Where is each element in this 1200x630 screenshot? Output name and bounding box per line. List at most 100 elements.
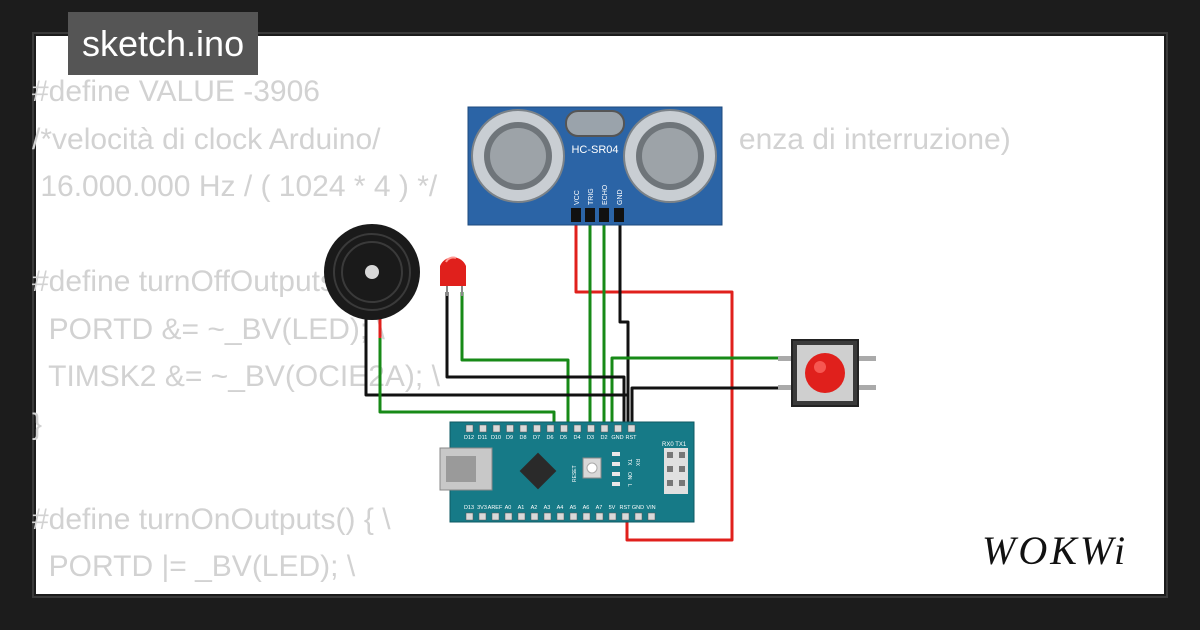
nano-pin[interactable] xyxy=(517,512,526,521)
nano-pin-label: D12 xyxy=(464,435,474,441)
nano-pin[interactable] xyxy=(491,512,500,521)
nano-pin[interactable] xyxy=(595,512,604,521)
nano-pin-label: A4 xyxy=(557,505,564,511)
wire-button-gnd[interactable] xyxy=(630,386,790,430)
nano-pin[interactable] xyxy=(465,512,474,521)
sensor-header xyxy=(571,208,624,222)
nano-pin[interactable] xyxy=(530,512,539,521)
nano-pin[interactable] xyxy=(647,512,656,521)
wire-led-d5[interactable] xyxy=(460,292,570,430)
nano-pin[interactable] xyxy=(573,424,582,433)
code-background: #define VALUE -3906 /*velocità di clock A… xyxy=(32,68,1011,591)
wire-vcc[interactable] xyxy=(574,222,734,542)
nano-pin[interactable] xyxy=(587,424,595,433)
sensor-pin-gnd: GND xyxy=(617,189,624,205)
nano-pin-label: D7 xyxy=(533,435,540,441)
wires xyxy=(364,222,790,542)
code-line: #define VALUE -3906 xyxy=(32,75,320,108)
code-line: #define turnOnOutputs() { \ xyxy=(32,502,391,536)
nano-pin-label: A6 xyxy=(583,505,590,511)
nano-pin[interactable] xyxy=(614,424,622,433)
nano-pin[interactable] xyxy=(519,424,528,433)
nano-pin[interactable] xyxy=(479,424,487,433)
nano-pin-label: GND xyxy=(611,435,623,441)
nano-pin[interactable] xyxy=(465,424,474,433)
wire-led-gnd[interactable] xyxy=(445,292,626,430)
nano-pin[interactable] xyxy=(546,424,555,433)
nano-pin-label: D6 xyxy=(546,435,553,441)
nano-pin-label: A0 xyxy=(505,505,512,511)
nano-led-tx: TX xyxy=(626,459,632,466)
nano-pin[interactable] xyxy=(506,424,514,433)
nano-pin-label: D3 xyxy=(587,435,594,441)
nano-pin[interactable] xyxy=(543,512,552,521)
nano-pin-label: D8 xyxy=(519,435,526,441)
nano-pin-label: A7 xyxy=(596,505,603,511)
nano-pin-label: A1 xyxy=(518,505,525,511)
sensor-pin-vcc: VCC xyxy=(574,190,581,205)
code-line: 16.000.000 Hz / ( 1024 * 4 ) */ xyxy=(32,170,438,203)
nano-pin-label: VIN xyxy=(646,505,655,511)
wire-button-d2[interactable] xyxy=(610,356,790,430)
nano-pin-label: A5 xyxy=(570,505,577,511)
ultrasonic-sensor[interactable]: HC-SR04 VCC TRIG ECHO GND xyxy=(467,106,723,226)
wire-buzzer-gnd[interactable] xyxy=(364,318,630,430)
buzzer[interactable] xyxy=(324,224,420,320)
code-line: } xyxy=(32,407,43,441)
wire-buzzer-d6-green[interactable] xyxy=(378,338,556,430)
nano-pin[interactable] xyxy=(492,424,501,433)
sensor-pin-echo: ECHO xyxy=(602,184,609,205)
nano-pin[interactable] xyxy=(621,512,630,521)
code-line: TIMSK2 &= ~_BV(OCIE2A); \ xyxy=(32,360,440,393)
nano-pin[interactable] xyxy=(478,512,487,521)
wokwi-logo: WOKWi xyxy=(982,528,1128,573)
nano-pin[interactable] xyxy=(533,424,541,433)
nano-pin[interactable] xyxy=(634,512,643,521)
nano-rxtx-label: RX0 TX1 xyxy=(662,442,687,448)
nano-pin-label: 3V3 xyxy=(477,505,487,511)
red-led[interactable] xyxy=(440,256,466,296)
nano-pin[interactable] xyxy=(569,512,578,521)
nano-led-on: ON xyxy=(626,472,632,480)
nano-pin[interactable] xyxy=(608,512,617,521)
nano-pin-label: GND xyxy=(632,505,644,511)
file-title[interactable]: sketch.ino xyxy=(68,12,259,75)
wokwi-logo-text: WOKWi xyxy=(982,528,1128,573)
nano-pin-label: A3 xyxy=(544,505,551,511)
nano-pin-label: 5V xyxy=(609,505,616,511)
nano-pin[interactable] xyxy=(600,424,609,433)
nano-pin-label: D2 xyxy=(600,435,607,441)
transducer-left xyxy=(471,109,565,203)
code-line: #define turnOffOutputs() { \ xyxy=(32,265,390,298)
sensor-label: HC-SR04 xyxy=(571,144,618,156)
transducer-right xyxy=(623,109,717,203)
wire-sensor-gnd[interactable] xyxy=(618,222,630,430)
nano-pin-label: D4 xyxy=(573,435,580,441)
nano-pin-label: D5 xyxy=(560,435,567,441)
nano-pin-label: AREF xyxy=(488,505,503,511)
nano-pin-label: D9 xyxy=(506,435,513,441)
nano-led-l: L xyxy=(626,484,632,487)
code-line: /*velocità di clock Arduino/ enza di int… xyxy=(32,122,1011,156)
nano-pin[interactable] xyxy=(556,512,565,521)
sensor-pin-labels: VCC TRIG ECHO GND xyxy=(574,184,624,205)
nano-pin[interactable] xyxy=(627,424,636,433)
nano-pin-label: D11 xyxy=(478,435,488,441)
nano-pin-label: D13 xyxy=(464,505,474,511)
sensor-pin-trig: TRIG xyxy=(588,188,595,205)
nano-pin-label: RST xyxy=(626,435,638,441)
nano-pin-label: D10 xyxy=(491,435,501,441)
nano-pin[interactable] xyxy=(560,424,568,433)
nano-led-labels: TX RX ON L xyxy=(626,459,640,487)
nano-pin[interactable] xyxy=(582,512,591,521)
nano-pin-label: RST xyxy=(620,505,632,511)
nano-pin-label: A2 xyxy=(531,505,538,511)
push-button[interactable] xyxy=(778,339,876,407)
code-line: PORTD |= _BV(LED); \ xyxy=(32,550,356,583)
nano-reset-label: RESET xyxy=(572,465,578,482)
nano-led-rx: RX xyxy=(634,459,640,467)
nano-pin[interactable] xyxy=(504,512,513,521)
